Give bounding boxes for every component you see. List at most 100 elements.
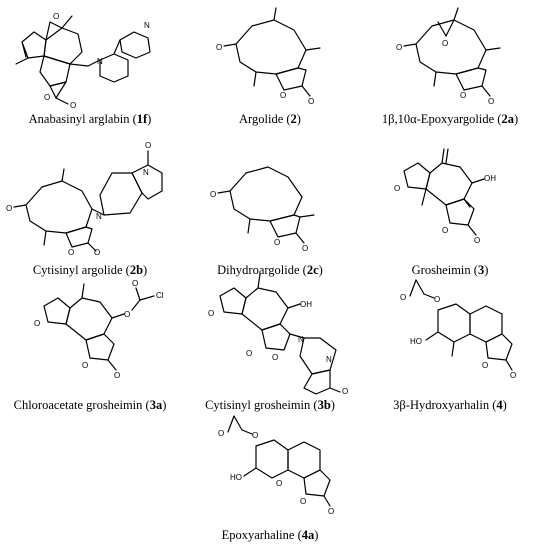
compound-code: 4a xyxy=(301,528,315,542)
atom-label: HO xyxy=(230,473,242,482)
compound-suffix: ) xyxy=(513,112,519,126)
atom-label: O xyxy=(216,43,222,52)
atom-label: O xyxy=(434,295,440,304)
atom-label: O xyxy=(342,387,348,395)
compound-name: Anabasinyl arglabin ( xyxy=(28,112,137,126)
compound-name: 1β,10α-Epoxyargolide ( xyxy=(381,112,502,126)
atom-label: N xyxy=(298,335,304,344)
compound-name: Cytisinyl argolide ( xyxy=(32,263,130,277)
atom-label: O xyxy=(280,91,286,100)
caption-3a: Chloroacetate grosheimin (3a) xyxy=(0,398,180,413)
compound-code: 3 xyxy=(477,263,485,277)
compound-code: 2a xyxy=(501,112,514,126)
atom-label: O xyxy=(210,190,216,199)
atom-label: O xyxy=(396,43,402,52)
atom-label: O xyxy=(274,238,280,247)
atom-label: O xyxy=(300,497,306,506)
atom-label: O xyxy=(246,349,252,358)
compound-code: 2c xyxy=(306,263,319,277)
atom-label: Cl xyxy=(156,291,164,300)
caption-2c: Dihydroargolide (2c) xyxy=(180,263,360,278)
compound-suffix: ) xyxy=(162,398,167,412)
atom-label: O xyxy=(474,236,480,245)
atom-label: O xyxy=(53,12,59,21)
atom-label: O xyxy=(488,97,494,106)
compound-suffix: ) xyxy=(484,263,489,277)
compound-suffix: ) xyxy=(330,398,335,412)
compound-suffix: ) xyxy=(147,112,152,126)
structure-1f: O O O N N xyxy=(15,12,151,110)
compound-suffix: ) xyxy=(296,112,301,126)
atom-label: O xyxy=(394,184,400,193)
compound-name: Dihydroargolide ( xyxy=(217,263,307,277)
atom-label: N xyxy=(96,212,102,221)
atom-label: O xyxy=(34,319,40,328)
atom-label: O xyxy=(218,429,224,438)
caption-1f: Anabasinyl arglabin (1f) xyxy=(0,112,180,127)
caption-2: Argolide (2) xyxy=(180,112,360,127)
compound-code: 2 xyxy=(290,112,297,126)
caption-2a: 1β,10α-Epoxyargolide (2a) xyxy=(360,112,540,127)
caption-3b: Cytisinyl grosheimin (3b) xyxy=(180,398,360,413)
atom-label: O xyxy=(6,204,12,213)
atom-label: O xyxy=(44,93,50,102)
structure-3: O OH O O xyxy=(394,148,496,245)
compound-code: 3b xyxy=(317,398,331,412)
atom-label: O xyxy=(460,91,466,100)
atom-label: O xyxy=(132,279,138,288)
atom-label: O xyxy=(94,248,100,255)
atom-label: N xyxy=(97,57,103,66)
caption-4a: Epoxyarhaline (4a) xyxy=(180,528,360,543)
atom-label: O xyxy=(308,97,314,106)
compound-code: 4 xyxy=(496,398,503,412)
compound-suffix: ) xyxy=(318,263,323,277)
compound-code: 1f xyxy=(136,112,148,126)
compound-name: Epoxyarhaline ( xyxy=(221,528,302,542)
structure-3b: O OH O O N N O xyxy=(208,273,348,395)
atom-label: O xyxy=(482,361,488,370)
structure-3a: O O O Cl O O xyxy=(34,279,164,380)
structure-2c: O O O xyxy=(210,166,315,253)
atom-label: O xyxy=(114,371,120,380)
atom-label: N xyxy=(144,21,150,30)
compound-name: Chloroacetate grosheimin ( xyxy=(13,398,150,412)
atom-label: O xyxy=(400,293,406,302)
structure-4a: O O HO O O O xyxy=(218,415,334,516)
atom-label: O xyxy=(442,39,448,48)
compound-suffix: ) xyxy=(143,263,148,277)
compound-code: 2b xyxy=(129,263,144,277)
compound-suffix: ) xyxy=(502,398,507,412)
atom-label: O xyxy=(82,361,88,370)
structure-2b: O O O N O N xyxy=(6,141,163,255)
compound-name: 3β-Hydroxyarhalin ( xyxy=(393,398,497,412)
compound-name: Grosheimin ( xyxy=(411,263,478,277)
atom-label: O xyxy=(302,244,308,253)
atom-label: O xyxy=(272,353,278,362)
compound-suffix: ) xyxy=(314,528,319,542)
atom-label: HO xyxy=(410,337,422,346)
atom-label: O xyxy=(70,101,76,110)
atom-label: O xyxy=(208,309,214,318)
atom-label: N xyxy=(143,168,149,177)
atom-label: O xyxy=(328,507,334,516)
atom-label: O xyxy=(510,371,516,380)
caption-3: Grosheimin (3) xyxy=(360,263,540,278)
atom-label: O xyxy=(145,141,151,150)
caption-2b: Cytisinyl argolide (2b) xyxy=(0,263,180,278)
compound-code: 3a xyxy=(149,398,163,412)
compound-name: Cytisinyl grosheimin ( xyxy=(205,398,318,412)
compound-name: Argolide ( xyxy=(239,112,291,126)
caption-4: 3β-Hydroxyarhalin (4) xyxy=(360,398,540,413)
atom-label: O xyxy=(442,226,448,235)
atom-label: O xyxy=(276,479,282,488)
atom-label: OH xyxy=(300,300,312,309)
structure-4: O O HO O O xyxy=(400,279,516,380)
atom-label: N xyxy=(326,355,332,364)
structure-2a: O O O O xyxy=(396,7,501,106)
atom-label: O xyxy=(252,431,258,440)
atom-label: O xyxy=(68,248,74,255)
atom-label: O xyxy=(124,310,130,319)
atom-label: OH xyxy=(484,174,496,183)
structure-2: O O O xyxy=(216,7,321,106)
